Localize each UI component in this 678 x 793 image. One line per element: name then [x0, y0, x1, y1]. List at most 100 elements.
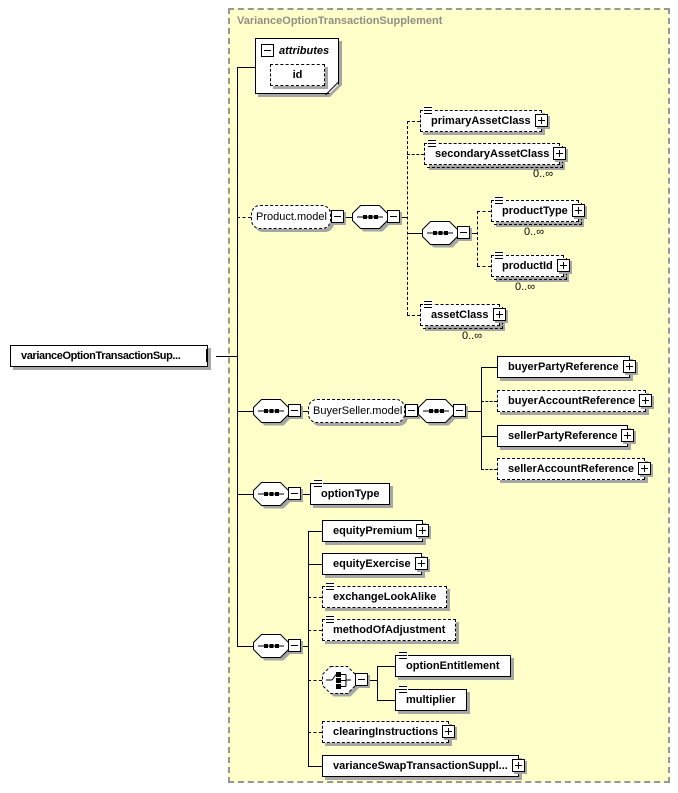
plus-icon[interactable]	[621, 429, 635, 442]
element-sellerAccountReference[interactable]: sellerAccountReference	[497, 458, 651, 480]
element-equityPremium[interactable]: equityPremium	[322, 520, 430, 542]
connector-line	[237, 217, 251, 218]
sequence-icon	[418, 399, 457, 426]
text-lines-icon	[326, 615, 335, 624]
connector-line	[407, 121, 420, 122]
plus-icon[interactable]	[637, 462, 651, 475]
element-clearingInstructions[interactable]: clearingInstructions	[322, 721, 456, 743]
element-methodOfAdjustment[interactable]: methodOfAdjustment	[322, 615, 457, 641]
minus-icon[interactable]	[453, 404, 466, 417]
minus-icon[interactable]	[405, 404, 418, 417]
sequence-icon	[352, 205, 391, 232]
element-multiplier[interactable]: multiplier	[395, 685, 467, 711]
text-lines-icon	[428, 139, 437, 148]
text-lines-icon	[424, 106, 433, 115]
root-element-varianceOptionTransactionSupplement[interactable]: varianceOptionTransactionSup...	[10, 345, 208, 367]
plus-icon[interactable]	[622, 360, 636, 373]
element-label: buyerAccountReference	[508, 395, 636, 407]
connector-line	[407, 233, 422, 234]
minus-icon[interactable]	[288, 404, 301, 417]
connector-line	[308, 680, 322, 681]
element-exchangeLookAlike[interactable]: exchangeLookAlike	[322, 582, 448, 608]
group-buyer-seller-model[interactable]: BuyerSeller.model	[308, 399, 418, 423]
connector-line	[237, 411, 253, 412]
plus-icon[interactable]	[511, 759, 525, 772]
connector-line	[377, 666, 378, 700]
plus-icon[interactable]	[639, 394, 653, 407]
element-optionType[interactable]: optionType	[310, 479, 391, 505]
minus-icon[interactable]	[261, 44, 274, 57]
element-buyerAccountReference[interactable]: buyerAccountReference	[497, 390, 653, 412]
sequence-compositor[interactable]	[253, 634, 301, 661]
element-label: productId	[502, 260, 553, 272]
attributes-header: attributes	[279, 45, 330, 57]
text-lines-icon	[399, 685, 408, 694]
sequence-icon	[253, 399, 292, 426]
connector-line	[301, 646, 308, 647]
connector-line	[481, 401, 497, 402]
minus-icon[interactable]	[206, 349, 207, 362]
element-label: productType	[502, 205, 568, 217]
connector-line	[477, 211, 491, 212]
connector-line	[481, 367, 482, 469]
plus-icon[interactable]	[414, 557, 428, 570]
element-label: varianceOptionTransactionSup...	[21, 350, 181, 362]
plus-icon[interactable]	[442, 725, 456, 738]
group-label: Product.model	[256, 211, 327, 223]
minus-icon[interactable]	[457, 226, 470, 239]
plus-icon[interactable]	[556, 259, 570, 272]
element-buyerPartyReference[interactable]: buyerPartyReference	[497, 356, 636, 378]
attribute-label: id	[292, 69, 303, 81]
plus-icon[interactable]	[534, 114, 548, 127]
sequence-compositor[interactable]	[422, 221, 470, 248]
plus-icon[interactable]	[416, 524, 430, 537]
minus-icon[interactable]	[288, 487, 301, 500]
group-product-model[interactable]: Product.model	[251, 205, 344, 229]
element-varianceSwapTransactionSupplement[interactable]: varianceSwapTransactionSuppl...	[322, 755, 525, 777]
connector-line	[308, 732, 322, 733]
connector-line	[466, 411, 481, 412]
connector-line	[345, 217, 352, 218]
connector-line	[477, 211, 478, 266]
plus-icon[interactable]	[492, 308, 506, 321]
choice-icon	[322, 666, 359, 697]
connector-line	[377, 700, 395, 701]
complex-type-title: VarianceOptionTransactionSupplement	[237, 15, 443, 27]
text-lines-icon	[314, 479, 323, 488]
element-assetClass[interactable]: assetClass	[420, 300, 506, 329]
sequence-compositor[interactable]	[352, 205, 400, 232]
minus-icon[interactable]	[355, 673, 368, 686]
element-label: primaryAssetClass	[431, 115, 531, 127]
sequence-icon	[253, 634, 292, 661]
connector-line	[237, 67, 238, 646]
connector-line	[301, 411, 308, 412]
connector-line	[237, 494, 253, 495]
element-label: exchangeLookAlike	[333, 591, 437, 603]
element-optionEntitlement[interactable]: optionEntitlement	[395, 651, 511, 677]
element-secondaryAssetClass[interactable]: secondaryAssetClass	[424, 139, 567, 168]
element-productType[interactable]: productType	[491, 196, 585, 225]
plus-icon[interactable]	[553, 147, 567, 160]
element-productId[interactable]: productId	[491, 251, 570, 280]
element-label: equityExercise	[333, 558, 411, 570]
attribute-id[interactable]: id	[270, 64, 325, 86]
minus-icon[interactable]	[331, 210, 344, 223]
minus-icon[interactable]	[288, 639, 301, 652]
text-lines-icon	[424, 300, 433, 309]
sequence-compositor[interactable]	[253, 399, 301, 426]
sequence-compositor[interactable]	[253, 482, 301, 509]
sequence-compositor[interactable]	[418, 399, 466, 426]
connector-line	[407, 154, 424, 155]
occurrence-label: 0..∞	[462, 330, 483, 342]
element-equityExercise[interactable]: equityExercise	[322, 553, 428, 575]
plus-icon[interactable]	[571, 204, 585, 217]
connector-line	[407, 315, 420, 316]
attributes-box[interactable]: attributes	[255, 38, 339, 94]
element-primaryAssetClass[interactable]: primaryAssetClass	[420, 106, 548, 132]
minus-icon[interactable]	[387, 210, 400, 223]
connector-line	[377, 666, 395, 667]
element-label: optionType	[321, 488, 380, 500]
element-sellerPartyReference[interactable]: sellerPartyReference	[497, 425, 635, 447]
choice-compositor[interactable]	[322, 666, 368, 697]
element-label: equityPremium	[333, 525, 413, 537]
